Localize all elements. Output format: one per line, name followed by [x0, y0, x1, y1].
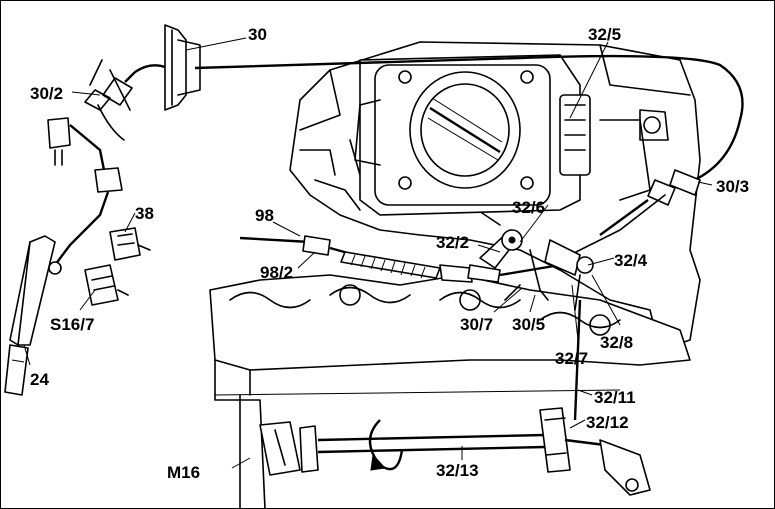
label-32-4: 32/4: [614, 251, 648, 270]
label-32-7: 32/7: [555, 349, 588, 368]
label-30-2: 30/2: [30, 84, 63, 103]
cruise-cable-98: [239, 235, 473, 283]
accelerator-cable-30: [84, 24, 744, 261]
rod-24: [4, 235, 56, 396]
label-32-6: 32/6: [512, 198, 545, 217]
switch-S16-7: [84, 264, 129, 306]
leader-lines: [23, 37, 713, 469]
label-38: 38: [135, 204, 154, 223]
label-24: 24: [30, 370, 49, 389]
switch-38: [109, 227, 151, 261]
callout-labels: 30 30/2 32/5 30/3 32/6 32/2 32/4 98 98/2…: [30, 25, 749, 482]
shaft-32-13: [259, 407, 651, 496]
label-30-7: 30/7: [460, 315, 493, 334]
label-98: 98: [255, 206, 274, 225]
label-32-11: 32/11: [594, 388, 636, 407]
label-30: 30: [248, 25, 267, 44]
label-30-3: 30/3: [716, 177, 749, 196]
label-32-5: 32/5: [588, 25, 621, 44]
label-30-5: 30/5: [512, 315, 545, 334]
label-S16-7: S16/7: [50, 315, 94, 334]
label-98-2: 98/2: [260, 263, 293, 282]
label-32-13: 32/13: [436, 461, 479, 480]
label-32-8: 32/8: [600, 333, 633, 352]
label-32-12: 32/12: [586, 413, 629, 432]
label-32-2: 32/2: [436, 233, 469, 252]
throttle-body: [354, 54, 591, 216]
pedal-linkage: [47, 117, 123, 275]
label-M16: M16: [167, 463, 200, 482]
throttle-linkage: [467, 229, 594, 421]
